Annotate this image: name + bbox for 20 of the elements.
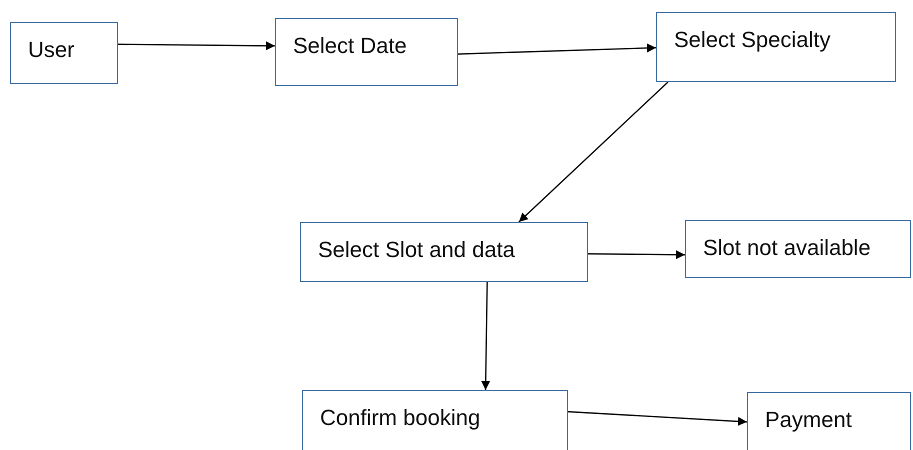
arrow bbox=[518, 82, 668, 222]
arrow bbox=[458, 44, 656, 55]
node-label: Slot not available bbox=[702, 234, 871, 261]
process-box bbox=[747, 392, 911, 450]
process-box bbox=[300, 222, 588, 282]
node-label: Select Date bbox=[292, 32, 407, 59]
node-label: User bbox=[27, 36, 74, 63]
arrow bbox=[568, 411, 748, 426]
node-label: Payment bbox=[764, 406, 852, 433]
process-box bbox=[10, 22, 118, 84]
process-box bbox=[302, 390, 568, 450]
process-box bbox=[685, 220, 911, 278]
node-label: Select Specialty bbox=[673, 26, 831, 53]
process-box bbox=[275, 18, 458, 86]
node-label: Select Slot and data bbox=[317, 236, 515, 263]
node-label: Confirm booking bbox=[319, 404, 480, 431]
arrow bbox=[481, 282, 490, 390]
arrow bbox=[118, 41, 275, 50]
arrow bbox=[588, 250, 685, 260]
process-box bbox=[656, 12, 896, 82]
